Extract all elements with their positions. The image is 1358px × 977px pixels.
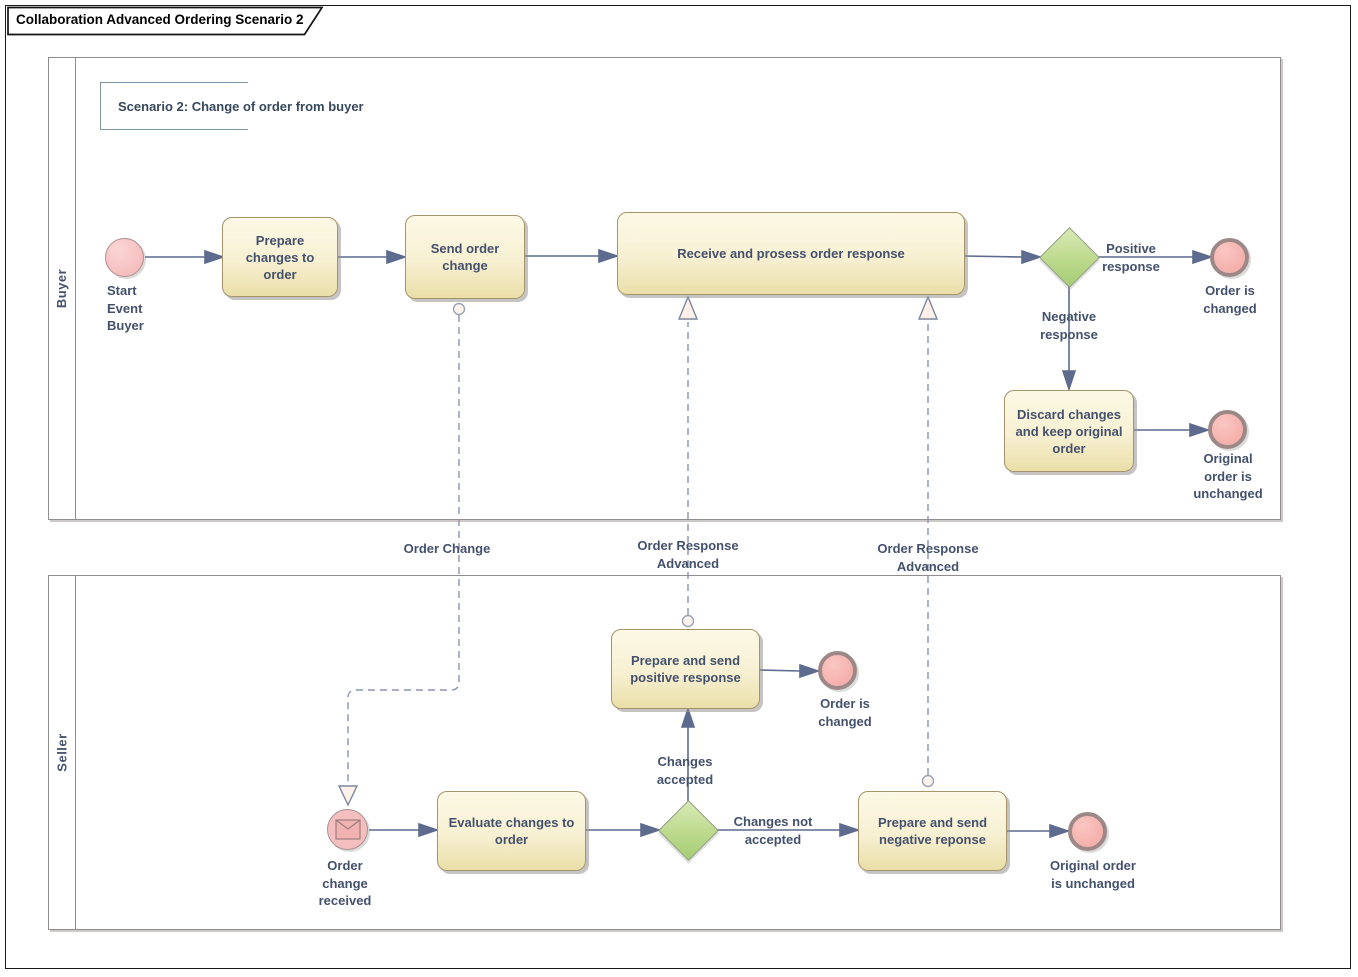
- end-event-original-unchanged-seller[interactable]: [1068, 812, 1107, 851]
- message-flow-order-change[interactable]: [337, 302, 466, 807]
- task-discard-changes-label: Discard changes and keep original order: [1015, 406, 1123, 456]
- task-receive-process-response-label: Receive and prosess order response: [677, 246, 905, 261]
- pool-seller[interactable]: Seller: [48, 575, 1281, 930]
- message-flow-label-order-response-2: Order Response Advanced: [877, 541, 979, 574]
- end-event-original-unchanged-seller-label: Original order is unchanged: [1050, 858, 1136, 891]
- message-flow-order-response-negative[interactable]: [917, 295, 939, 788]
- task-evaluate-changes[interactable]: Evaluate changes to order: [437, 791, 586, 871]
- sequence-flow-positive-to-end[interactable]: [759, 663, 821, 679]
- flow-label-changes-accepted: Changes accepted: [656, 754, 714, 787]
- sequence-flow-discard-to-end[interactable]: [1133, 422, 1211, 438]
- task-prepare-changes-label: Prepare changes to order: [245, 232, 315, 282]
- task-send-order-change[interactable]: Send order change: [405, 215, 525, 299]
- flow-label-positive-response: Positive response: [1102, 241, 1160, 274]
- pool-buyer[interactable]: Buyer: [48, 57, 1281, 520]
- scenario-annotation[interactable]: Scenario 2: Change of order from buyer: [100, 82, 364, 130]
- end-event-original-unchanged-buyer[interactable]: [1208, 410, 1247, 449]
- message-flow-label-order-change: Order Change: [403, 541, 491, 556]
- message-event-order-change-received[interactable]: [327, 809, 368, 850]
- sequence-flow-changes-not-accepted[interactable]: [716, 822, 861, 838]
- gateway-buyer-diamond: [1039, 227, 1100, 288]
- scenario-annotation-text: Scenario 2: Change of order from buyer: [118, 98, 364, 114]
- end-event-original-unchanged-buyer-label: Original order is unchanged: [1193, 451, 1263, 501]
- gateway-buyer-response[interactable]: [1039, 227, 1100, 288]
- flow-label-changes-not-accepted: Changes not accepted: [733, 814, 813, 847]
- sequence-flow-negative-response[interactable]: [1061, 286, 1077, 392]
- sequence-flow-prepare-to-send[interactable]: [338, 249, 408, 265]
- task-send-order-change-label: Send order change: [430, 241, 500, 273]
- envelope-icon: [334, 819, 361, 840]
- sequence-flow-evaluate-to-gateway[interactable]: [586, 822, 662, 838]
- sequence-flow-negative-to-end[interactable]: [1007, 823, 1071, 839]
- flow-label-negative-response: Negative response: [1040, 309, 1098, 342]
- message-event-order-change-received-label: Order change received: [318, 858, 372, 908]
- diagram-title-tab-shape: [7, 6, 324, 36]
- message-flow-order-response-positive[interactable]: [677, 295, 699, 628]
- pool-buyer-label-strip[interactable]: Buyer: [49, 58, 76, 519]
- task-receive-process-response[interactable]: Receive and prosess order response: [617, 212, 965, 295]
- task-prepare-negative-response-label: Prepare and send negative reponse: [877, 815, 988, 847]
- task-discard-changes[interactable]: Discard changes and keep original order: [1004, 390, 1134, 472]
- task-prepare-positive-response-label: Prepare and send positive response: [630, 653, 741, 685]
- task-prepare-negative-response[interactable]: Prepare and send negative reponse: [858, 791, 1007, 871]
- end-event-order-changed-seller-label: Order is changed: [818, 696, 872, 729]
- sequence-flow-positive-response[interactable]: [1098, 249, 1214, 265]
- diagram-frame-border: [5, 5, 1351, 969]
- end-event-order-changed-buyer[interactable]: [1210, 238, 1249, 277]
- pool-seller-label-strip[interactable]: Seller: [49, 576, 76, 929]
- sequence-flow-msgevent-to-evaluate[interactable]: [369, 822, 440, 838]
- sequence-flow-changes-accepted[interactable]: [680, 706, 696, 801]
- task-prepare-positive-response[interactable]: Prepare and send positive response: [611, 629, 760, 709]
- gateway-seller-decision[interactable]: [658, 800, 719, 861]
- sequence-flow-receive-to-gateway[interactable]: [964, 249, 1043, 265]
- end-event-order-changed-buyer-label: Order is changed: [1203, 283, 1257, 316]
- task-prepare-changes[interactable]: Prepare changes to order: [222, 217, 338, 297]
- task-evaluate-changes-label: Evaluate changes to order: [448, 815, 575, 847]
- diagram-title: Collaboration Advanced Ordering Scenario…: [16, 12, 304, 27]
- sequence-flow-start-to-prepare[interactable]: [145, 249, 226, 265]
- sequence-flow-send-to-receive[interactable]: [525, 248, 620, 264]
- start-event-buyer[interactable]: [105, 238, 144, 277]
- message-flow-label-order-response-1: Order Response Advanced: [637, 538, 739, 571]
- end-event-order-changed-seller[interactable]: [818, 651, 857, 690]
- gateway-seller-diamond: [658, 800, 719, 861]
- start-event-buyer-label: Start Event Buyer: [107, 283, 144, 333]
